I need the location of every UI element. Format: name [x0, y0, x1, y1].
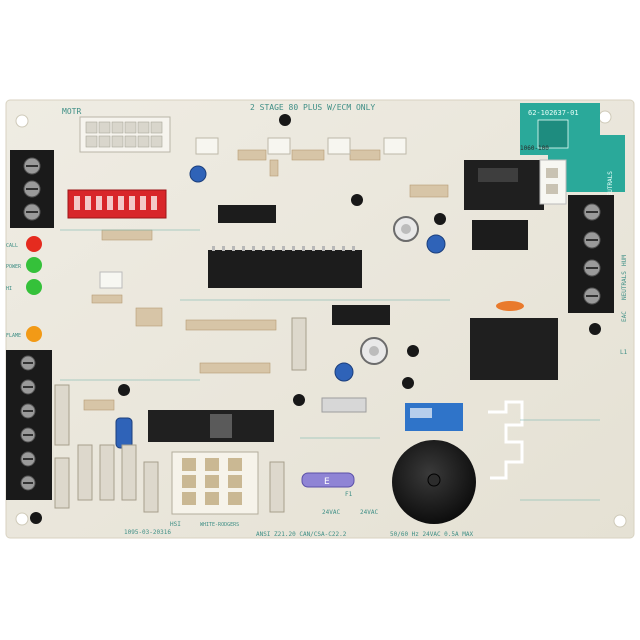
screw-terminal-left: [6, 350, 52, 500]
part-number-label: 62-102637-01: [528, 109, 579, 117]
electrolytic-capacitors: [115, 165, 446, 449]
led-label-hi: HI: [6, 286, 12, 292]
led-label-flame: FLAME: [6, 333, 21, 339]
neutrals-label: NEUTRALS: [621, 271, 628, 300]
silver-component: [321, 397, 367, 413]
spade-connector: [539, 159, 567, 205]
relay-code-label: 1060-100: [520, 145, 549, 152]
small-ic-2: [332, 305, 390, 325]
24vac-label-2: 24VAC: [360, 509, 378, 516]
connector-brand-label: WHITE-RODGERS: [200, 522, 239, 528]
motor-label: MOTR: [62, 107, 81, 116]
power-resistors: [54, 317, 307, 513]
relay-top-right: [464, 160, 544, 210]
qr-code: [537, 119, 569, 149]
ic-pins-top: [212, 246, 355, 251]
small-ic-3: [472, 220, 528, 250]
led-red: [26, 236, 42, 252]
diagnostic-leds: [26, 236, 42, 342]
dip-switch-bank: [67, 189, 167, 219]
fuse-label: F1: [345, 491, 353, 498]
bottom-rating-label: 50/60 Hz 24VAC 0.5A MAX: [390, 531, 473, 538]
bottom-part-number: 1095-03-20316: [124, 529, 171, 536]
l1-label: L1: [620, 349, 628, 356]
hum-label: HUM: [621, 255, 628, 266]
led-amber: [26, 326, 42, 342]
silkscreen-traces: [60, 229, 600, 501]
resistor-arrays: [83, 149, 449, 411]
vertical-neutrals-label: NEUTRALS: [607, 171, 614, 200]
microcontroller-chip: [208, 250, 362, 288]
led-label-call: CALL: [6, 243, 18, 249]
molex-connector-top: [79, 116, 171, 153]
bottom-ansi-label: ANSI Z21.20 CAN/CSA-C22.2: [256, 531, 347, 538]
mounting-holes: [15, 110, 627, 528]
led-green-2: [26, 279, 42, 295]
igniter-connector: [171, 451, 259, 515]
fuse: [301, 472, 355, 488]
hsi-label: HSI: [170, 521, 181, 528]
led-label-power: POWER: [6, 264, 22, 270]
24vac-label-1: 24VAC: [322, 509, 340, 516]
board-header-label: 2 STAGE 80 PLUS W/ECM ONLY: [250, 103, 375, 112]
relay-main: [470, 318, 558, 380]
fuse-mark: E: [324, 477, 330, 487]
led-green-1: [26, 257, 42, 273]
white-component: [99, 271, 123, 289]
eac-label: EAC: [621, 311, 628, 322]
screw-terminal-top-left: [10, 150, 54, 228]
board-cutout-trace: [488, 400, 524, 480]
small-white-connectors: [195, 137, 407, 155]
small-ic-1: [218, 205, 276, 223]
screw-terminal-right: [568, 195, 614, 313]
orange-diode: [496, 301, 524, 311]
transistors: [30, 114, 601, 524]
